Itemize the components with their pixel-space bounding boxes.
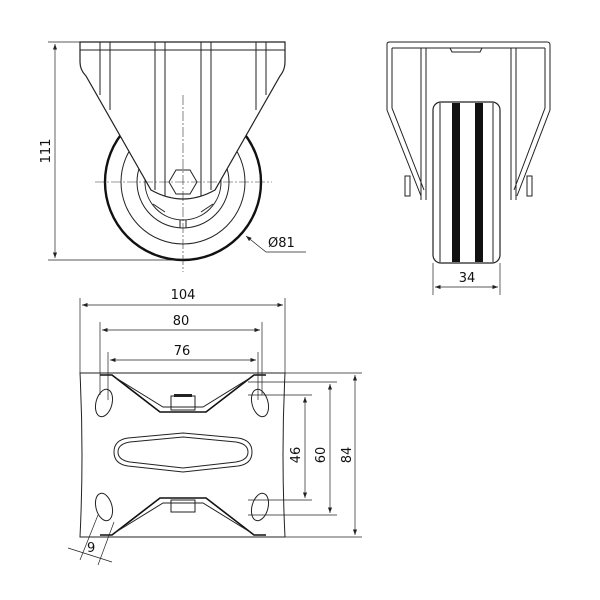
front-view: 111 Ø81 — [39, 41, 306, 272]
dim-wheel-diameter: Ø81 — [268, 236, 295, 251]
dim-plate-width: 104 — [171, 288, 196, 303]
bracket — [79, 41, 286, 200]
side-view: 34 — [386, 41, 551, 295]
plan-view: 104 80 76 46 60 84 9 — [67, 288, 362, 566]
dim-height: 111 — [39, 139, 54, 164]
dim-plate-depth: 84 — [340, 447, 355, 464]
side-bracket — [386, 41, 551, 197]
dim-wheel-width: 34 — [459, 271, 476, 286]
dim-hole-depth-inner: 46 — [289, 447, 304, 464]
dim-hole-spacing-inner: 76 — [174, 344, 191, 359]
mounting-slots — [94, 388, 270, 522]
dim-slot-width: 9 — [87, 541, 95, 556]
dim-hole-spacing-outer: 80 — [173, 314, 190, 329]
dim-hole-depth-outer: 60 — [314, 447, 329, 464]
side-wheel — [432, 101, 501, 264]
center-hole — [113, 432, 253, 473]
